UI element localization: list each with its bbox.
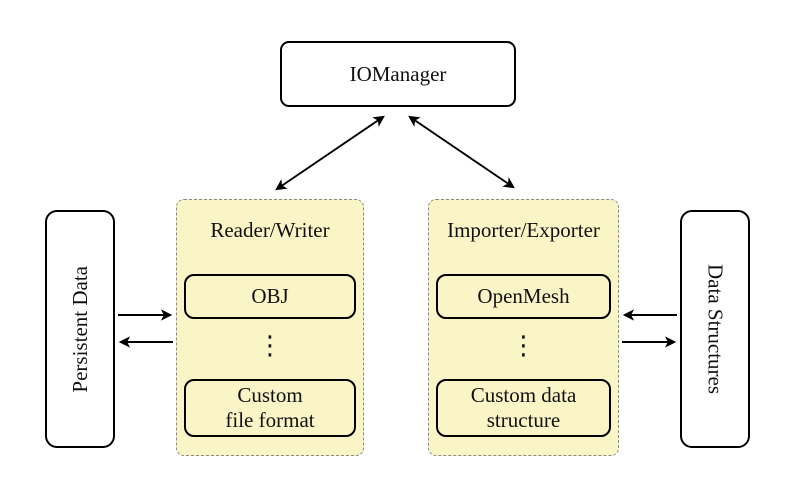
node-openmesh: OpenMesh bbox=[436, 274, 611, 319]
custom-file-format-line2: file format bbox=[225, 408, 315, 432]
arrow-iomanager-reader-bidir bbox=[275, 115, 385, 191]
custom-data-structure-line1: Custom data bbox=[470, 383, 577, 407]
openmesh-label: OpenMesh bbox=[477, 284, 570, 308]
custom-file-format-line1: Custom bbox=[237, 383, 303, 407]
importer-exporter-title: Importer/Exporter bbox=[447, 218, 600, 242]
arrow-iomanager-importer-bidir bbox=[408, 115, 515, 189]
node-data-structures: Data Structures bbox=[680, 210, 750, 448]
node-obj: OBJ bbox=[184, 274, 356, 319]
vertical-ellipsis: ⋮ bbox=[510, 331, 537, 361]
panel-importer-exporter: Importer/Exporter OpenMesh ⋮ Custom data… bbox=[428, 199, 619, 456]
iomanager-label: IOManager bbox=[349, 61, 447, 86]
node-custom-data-structure: Custom data structure bbox=[436, 379, 611, 437]
node-custom-file-format: Custom file format bbox=[184, 379, 356, 437]
panel-reader-writer: Reader/Writer OBJ ⋮ Custom file format bbox=[176, 199, 364, 456]
node-persistent-data: Persistent Data bbox=[45, 210, 115, 448]
vertical-ellipsis: ⋮ bbox=[257, 331, 283, 361]
data-structures-label: Data Structures bbox=[703, 263, 728, 395]
reader-writer-title: Reader/Writer bbox=[210, 218, 330, 242]
obj-label: OBJ bbox=[251, 284, 289, 308]
persistent-data-label: Persistent Data bbox=[67, 265, 92, 393]
node-iomanager: IOManager bbox=[280, 41, 516, 107]
custom-data-structure-line2: structure bbox=[486, 408, 561, 432]
